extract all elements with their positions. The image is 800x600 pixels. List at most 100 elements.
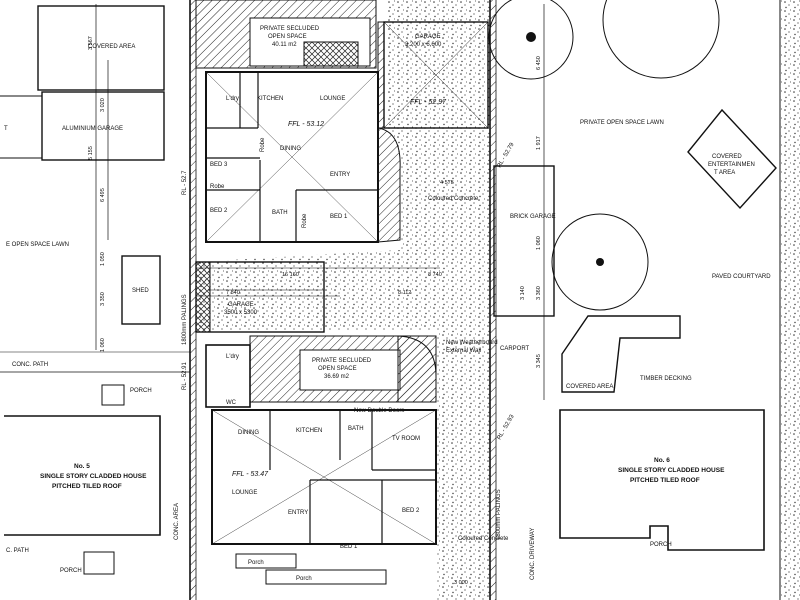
svg-text:KITCHEN: KITCHEN xyxy=(296,428,322,434)
svg-text:KITCHEN: KITCHEN xyxy=(257,96,283,102)
house-5-outline xyxy=(4,415,161,536)
svg-text:RL - 52.91: RL - 52.91 xyxy=(182,362,188,390)
svg-text:8 112: 8 112 xyxy=(398,290,411,296)
svg-text:RL - 52.7: RL - 52.7 xyxy=(182,170,188,195)
svg-text:3 345: 3 345 xyxy=(536,354,542,368)
svg-text:PRIVATE SECLUDED: PRIVATE SECLUDED xyxy=(312,358,372,364)
svg-text:1 060: 1 060 xyxy=(536,236,542,250)
svg-text:7 840: 7 840 xyxy=(226,290,240,296)
svg-text:SHED: SHED xyxy=(132,288,149,294)
svg-text:OPEN SPACE: OPEN SPACE xyxy=(268,34,307,40)
svg-text:3 350: 3 350 xyxy=(100,292,106,306)
svg-text:L'dry: L'dry xyxy=(226,96,239,102)
svg-text:BRICK GARAGE: BRICK GARAGE xyxy=(510,214,556,220)
svg-text:L'dry: L'dry xyxy=(226,354,239,360)
svg-text:3.200 x 6.600: 3.200 x 6.600 xyxy=(405,42,442,48)
upper-unit: PRIVATE SECLUDED OPEN SPACE 40.11 m2 GAR… xyxy=(195,0,489,243)
svg-text:1 060: 1 060 xyxy=(100,338,106,352)
svg-text:BED 2: BED 2 xyxy=(210,208,228,214)
svg-text:ENTRY: ENTRY xyxy=(330,172,350,178)
svg-text:WC: WC xyxy=(226,400,237,406)
coloured-concrete-driveway xyxy=(196,0,490,600)
svg-text:PORCH: PORCH xyxy=(60,568,82,574)
svg-text:New Double Doors: New Double Doors xyxy=(354,408,404,414)
svg-text:T AREA: T AREA xyxy=(714,170,735,176)
svg-text:New Weatherboard: New Weatherboard xyxy=(446,340,498,346)
svg-text:PORCH: PORCH xyxy=(650,542,672,548)
porch-left-box xyxy=(101,384,125,406)
svg-text:BATH: BATH xyxy=(348,426,364,432)
covered-entertainment-area xyxy=(687,108,777,210)
svg-text:Robe: Robe xyxy=(260,137,266,152)
svg-text:CONC. DRIVEWAY: CONC. DRIVEWAY xyxy=(530,528,536,580)
lower-unit: PRIVATE SECLUDED OPEN SPACE 36.69 m2 New… xyxy=(174,335,498,586)
svg-text:40.11 m2: 40.11 m2 xyxy=(272,42,297,48)
svg-text:BED 2: BED 2 xyxy=(402,508,420,514)
svg-text:SINGLE STORY CLADDED HOUSE: SINGLE STORY CLADDED HOUSE xyxy=(618,467,725,474)
svg-text:ENTERTAINMEN: ENTERTAINMEN xyxy=(708,162,755,168)
svg-text:1 050: 1 050 xyxy=(100,252,106,266)
svg-text:4 575: 4 575 xyxy=(440,180,454,186)
svg-text:3 360: 3 360 xyxy=(536,286,542,300)
svg-text:E OPEN SPACE LAWN: E OPEN SPACE LAWN xyxy=(6,242,69,248)
svg-text:No. 5: No. 5 xyxy=(74,463,90,470)
svg-text:OPEN SPACE: OPEN SPACE xyxy=(318,366,357,372)
svg-text:3 140: 3 140 xyxy=(520,286,526,300)
svg-text:TIMBER DECKING: TIMBER DECKING xyxy=(640,376,692,382)
svg-text:FFL - 53.12: FFL - 53.12 xyxy=(288,121,324,128)
svg-text:FFL - 53.47: FFL - 53.47 xyxy=(232,471,269,478)
svg-text:COVERED AREA: COVERED AREA xyxy=(566,384,613,390)
svg-text:36.69 m2: 36.69 m2 xyxy=(324,374,350,380)
svg-text:BED 1: BED 1 xyxy=(330,214,348,220)
svg-text:External Wall: External Wall xyxy=(446,348,481,354)
house-6-outline xyxy=(559,409,765,551)
svg-text:1800mm PALINGS: 1800mm PALINGS xyxy=(496,489,502,540)
svg-text:LOUNGE: LOUNGE xyxy=(320,96,345,102)
svg-text:3500 x 5300: 3500 x 5300 xyxy=(224,310,258,316)
svg-text:Robe: Robe xyxy=(210,184,225,190)
svg-text:FFL - 52.97: FFL - 52.97 xyxy=(410,99,447,106)
shed xyxy=(121,255,161,325)
svg-text:T: T xyxy=(4,126,8,132)
svg-text:8 740: 8 740 xyxy=(428,272,442,278)
svg-text:5 155: 5 155 xyxy=(88,146,94,160)
svg-text:ALUMINIUM GARAGE: ALUMINIUM GARAGE xyxy=(62,126,123,132)
svg-text:BED 3: BED 3 xyxy=(210,162,228,168)
svg-text:3 000: 3 000 xyxy=(454,580,468,586)
svg-text:6 495: 6 495 xyxy=(100,188,106,202)
left-neighbour: COVERED AREA ALUMINIUM GARAGE T E OPEN S… xyxy=(0,4,190,575)
svg-text:16 160: 16 160 xyxy=(282,272,299,278)
svg-text:PITCHED TILED ROOF: PITCHED TILED ROOF xyxy=(52,483,122,490)
svg-text:PRIVATE SECLUDED: PRIVATE SECLUDED xyxy=(260,26,320,32)
svg-text:RL - 52.79: RL - 52.79 xyxy=(497,141,516,169)
svg-text:PORCH: PORCH xyxy=(130,388,152,394)
right-neighbour: PRIVATE OPEN SPACE LAWN COVERED ENTERTAI… xyxy=(488,0,800,600)
svg-text:C. PATH: C. PATH xyxy=(6,548,29,554)
covered-area-tl xyxy=(37,5,165,91)
svg-text:No. 6: No. 6 xyxy=(654,457,670,464)
svg-text:1800mm PALINGS: 1800mm PALINGS xyxy=(182,294,188,345)
aluminium-garage xyxy=(41,91,165,161)
svg-text:CONC. PATH: CONC. PATH xyxy=(12,362,48,368)
svg-text:GARAGE: GARAGE xyxy=(228,302,254,308)
svg-text:PITCHED TILED ROOF: PITCHED TILED ROOF xyxy=(630,477,700,484)
svg-text:ENTRY: ENTRY xyxy=(288,510,308,516)
svg-text:RL - 52.93: RL - 52.93 xyxy=(497,413,516,441)
svg-text:PRIVATE OPEN SPACE LAWN: PRIVATE OPEN SPACE LAWN xyxy=(580,120,664,126)
svg-text:Robe: Robe xyxy=(302,213,308,228)
svg-text:DINING: DINING xyxy=(280,146,301,152)
svg-text:1 917: 1 917 xyxy=(536,136,542,150)
svg-text:Coloured Concrete: Coloured Concrete xyxy=(458,536,509,542)
svg-text:CONC. AREA: CONC. AREA xyxy=(174,503,180,540)
svg-text:PAVED COURTYARD: PAVED COURTYARD xyxy=(712,274,771,280)
lower-house xyxy=(211,409,437,545)
svg-text:BATH: BATH xyxy=(272,210,288,216)
svg-text:Porch: Porch xyxy=(248,560,264,566)
svg-text:3 020: 3 020 xyxy=(100,98,106,112)
svg-text:COVERED: COVERED xyxy=(712,154,742,160)
svg-text:DINING: DINING xyxy=(238,430,259,436)
svg-text:BED 1: BED 1 xyxy=(340,544,358,550)
svg-text:CARPORT: CARPORT xyxy=(500,346,530,352)
svg-text:Porch: Porch xyxy=(296,576,312,582)
